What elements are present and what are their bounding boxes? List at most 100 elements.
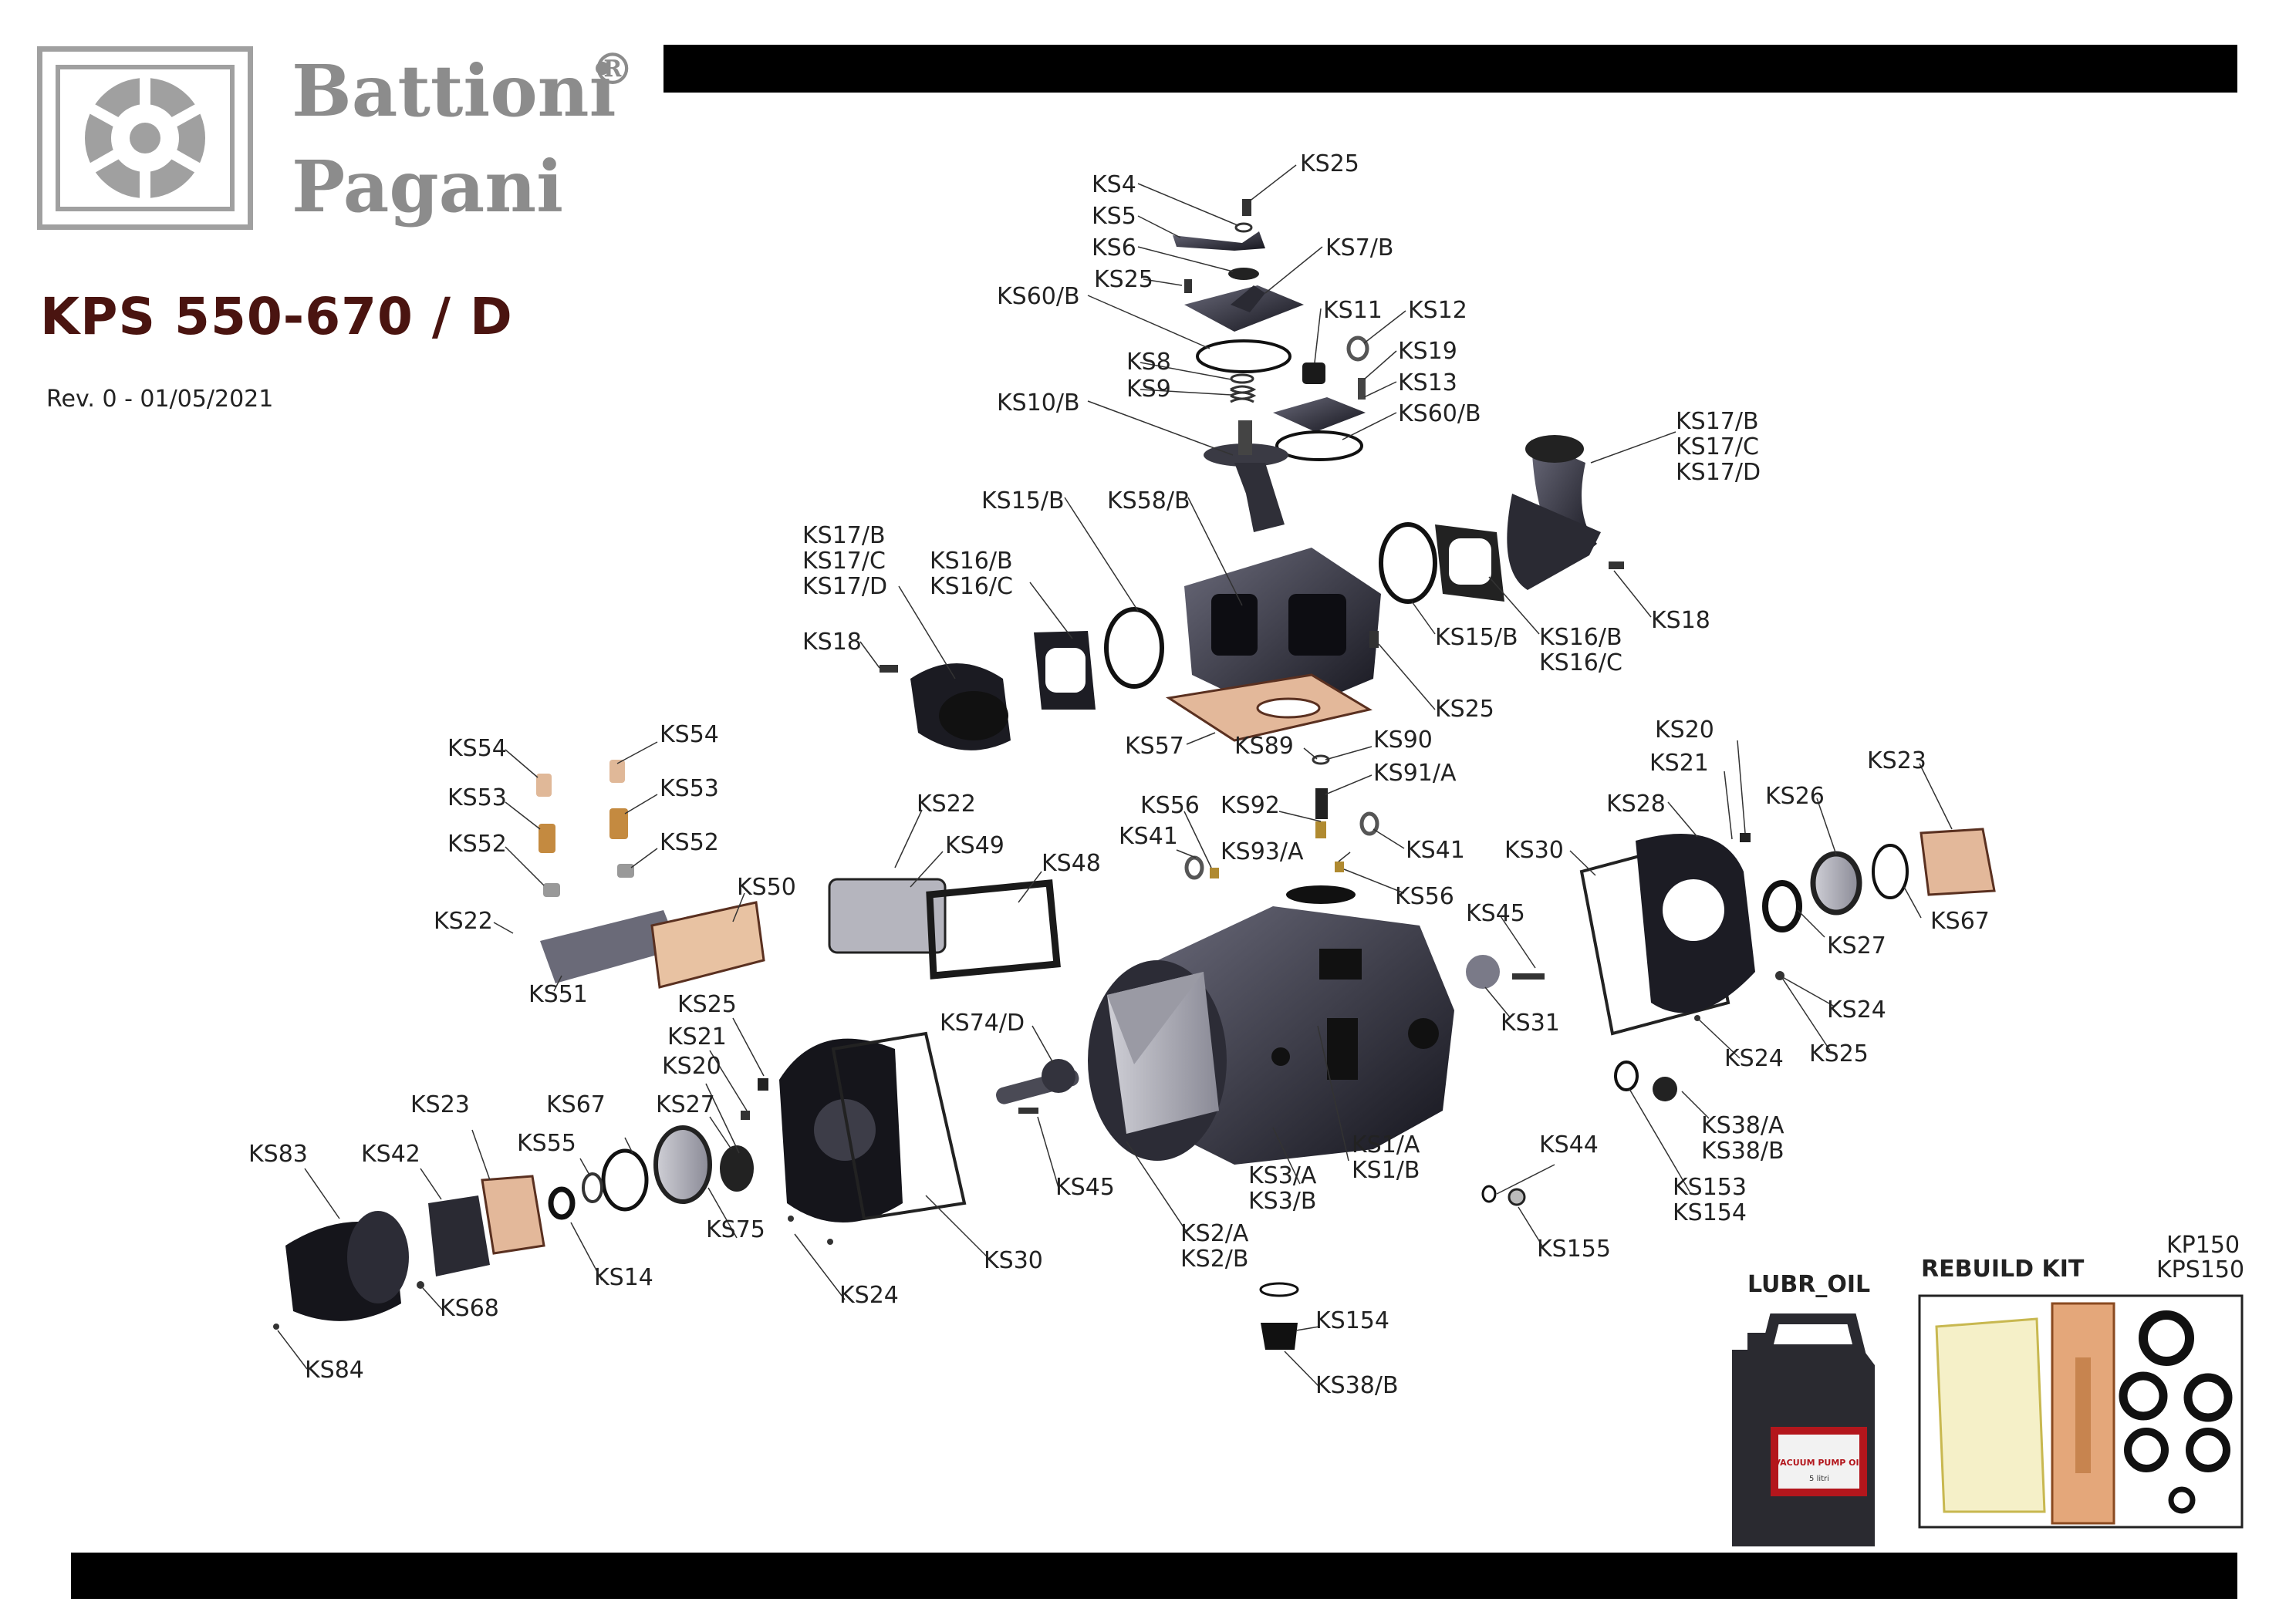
part-callout[interactable]: KS24 bbox=[1827, 996, 1886, 1023]
part-callout[interactable]: KS67 bbox=[1930, 908, 1990, 935]
part-callout[interactable]: KS91/A bbox=[1373, 760, 1457, 787]
part-callout[interactable]: KS84 bbox=[305, 1357, 364, 1384]
part-callout[interactable]: KS28 bbox=[1606, 791, 1666, 818]
part-callout[interactable]: KS42 bbox=[361, 1141, 420, 1168]
part-callout[interactable]: KS3/A bbox=[1248, 1162, 1317, 1189]
part-callout[interactable]: KS83 bbox=[248, 1141, 308, 1168]
part-callout[interactable]: KS16/B bbox=[930, 548, 1013, 575]
part-callout[interactable]: KS51 bbox=[528, 981, 588, 1008]
part-callout[interactable]: KS17/C bbox=[1676, 433, 1759, 460]
part-callout[interactable]: KS17/B bbox=[802, 522, 886, 549]
part-callout[interactable]: KS14 bbox=[594, 1264, 653, 1291]
part-callout[interactable]: KS16/C bbox=[1539, 649, 1622, 676]
part-callout[interactable]: KS155 bbox=[1537, 1236, 1611, 1263]
part-callout[interactable]: KS15/B bbox=[1435, 624, 1518, 651]
part-callout[interactable]: KS38/A bbox=[1701, 1112, 1784, 1139]
part-callout[interactable]: KS6 bbox=[1092, 234, 1136, 261]
part-callout[interactable]: KS22 bbox=[917, 791, 976, 818]
part-callout[interactable]: KS23 bbox=[1867, 747, 1926, 774]
part-callout[interactable]: KS154 bbox=[1315, 1307, 1389, 1334]
part-callout[interactable]: KS27 bbox=[1827, 932, 1886, 959]
part-callout[interactable]: KS23 bbox=[410, 1091, 470, 1118]
part-callout[interactable]: KS13 bbox=[1398, 369, 1457, 396]
part-callout[interactable]: KS17/B bbox=[1676, 408, 1759, 435]
part-callout[interactable]: KS17/D bbox=[802, 573, 888, 600]
part-callout[interactable]: KS52 bbox=[447, 831, 507, 858]
part-callout[interactable]: KS20 bbox=[662, 1053, 721, 1080]
shaft-assembly bbox=[996, 1059, 1079, 1114]
part-callout[interactable]: KS53 bbox=[447, 784, 507, 811]
part-callout[interactable]: KS21 bbox=[667, 1023, 727, 1050]
part-callout[interactable]: KS54 bbox=[660, 721, 719, 748]
part-callout[interactable]: KS44 bbox=[1539, 1131, 1599, 1158]
part-callout[interactable]: KS20 bbox=[1655, 717, 1714, 744]
part-callout[interactable]: KS1/B bbox=[1352, 1157, 1420, 1184]
part-callout[interactable]: KS55 bbox=[517, 1130, 576, 1157]
part-callout[interactable]: KS74/D bbox=[940, 1010, 1025, 1037]
part-callout[interactable]: KS5 bbox=[1092, 203, 1136, 230]
part-callout[interactable]: KS18 bbox=[1651, 607, 1710, 634]
part-callout[interactable]: KS89 bbox=[1234, 733, 1294, 760]
part-callout[interactable]: KS1/A bbox=[1352, 1131, 1420, 1158]
part-callout[interactable]: KS25 bbox=[1809, 1040, 1869, 1067]
part-callout[interactable]: KS22 bbox=[434, 908, 493, 935]
part-callout[interactable]: KS16/B bbox=[1539, 624, 1622, 651]
part-callout[interactable]: KS25 bbox=[677, 991, 737, 1018]
part-callout[interactable]: KS30 bbox=[1504, 837, 1564, 864]
part-callout[interactable]: KS50 bbox=[737, 874, 796, 901]
part-callout[interactable]: KS56 bbox=[1140, 792, 1200, 819]
part-callout[interactable]: KS53 bbox=[660, 775, 719, 802]
part-callout[interactable]: KS24 bbox=[839, 1282, 899, 1309]
part-callout[interactable]: KS26 bbox=[1765, 783, 1825, 810]
rebuild-kit-title: REBUILD KIT bbox=[1921, 1256, 2085, 1283]
part-callout[interactable]: KS25 bbox=[1094, 266, 1153, 293]
part-callout[interactable]: KS31 bbox=[1501, 1010, 1560, 1037]
part-callout[interactable]: KS38/B bbox=[1315, 1372, 1399, 1399]
part-callout[interactable]: KS52 bbox=[660, 829, 719, 856]
part-callout[interactable]: KS45 bbox=[1466, 900, 1525, 927]
part-callout[interactable]: KS153 bbox=[1673, 1174, 1747, 1201]
part-callout[interactable]: KS18 bbox=[802, 629, 862, 656]
part-callout[interactable]: KS8 bbox=[1126, 349, 1171, 376]
part-callout[interactable]: KS75 bbox=[706, 1216, 765, 1243]
part-callout[interactable]: KS21 bbox=[1649, 750, 1709, 777]
part-callout[interactable]: KS56 bbox=[1395, 883, 1454, 910]
part-callout[interactable]: KS17/C bbox=[802, 548, 886, 575]
part-callout[interactable]: KS19 bbox=[1398, 338, 1457, 365]
part-callout[interactable]: KS93/A bbox=[1221, 838, 1304, 865]
part-callout[interactable]: KS41 bbox=[1406, 837, 1465, 864]
part-callout[interactable]: KS30 bbox=[984, 1247, 1043, 1274]
part-callout[interactable]: KS67 bbox=[546, 1091, 606, 1118]
part-callout[interactable]: KS38/B bbox=[1701, 1138, 1784, 1165]
part-callout[interactable]: KS12 bbox=[1408, 297, 1467, 324]
part-callout[interactable]: KS60/B bbox=[997, 283, 1080, 310]
part-callout[interactable]: KS25 bbox=[1435, 696, 1494, 723]
part-callout[interactable]: KS2/A bbox=[1180, 1220, 1249, 1247]
part-callout[interactable]: KS57 bbox=[1125, 733, 1184, 760]
part-callout[interactable]: KS25 bbox=[1300, 150, 1359, 177]
part-callout[interactable]: KS48 bbox=[1042, 850, 1101, 877]
part-callout[interactable]: KS54 bbox=[447, 735, 507, 762]
part-callout[interactable]: KS154 bbox=[1673, 1199, 1747, 1226]
part-callout[interactable]: KS17/D bbox=[1676, 459, 1761, 486]
part-callout[interactable]: KS90 bbox=[1373, 727, 1433, 754]
part-callout[interactable]: KS16/C bbox=[930, 573, 1013, 600]
part-callout[interactable]: KS3/B bbox=[1248, 1188, 1317, 1215]
part-callout[interactable]: KS24 bbox=[1724, 1045, 1784, 1072]
part-callout[interactable]: KS7/B bbox=[1325, 234, 1394, 261]
part-callout[interactable]: KS4 bbox=[1092, 171, 1136, 198]
part-callout[interactable]: KS2/B bbox=[1180, 1246, 1249, 1273]
part-callout[interactable]: KS60/B bbox=[1398, 400, 1481, 427]
part-callout[interactable]: KS58/B bbox=[1107, 487, 1190, 514]
part-callout[interactable]: KS41 bbox=[1119, 823, 1178, 850]
part-callout[interactable]: KS68 bbox=[440, 1295, 499, 1322]
part-callout[interactable]: KS92 bbox=[1221, 792, 1280, 819]
oil-label-text: VACUUM PUMP OIL bbox=[1774, 1458, 1864, 1468]
part-callout[interactable]: KS9 bbox=[1126, 376, 1171, 403]
part-callout[interactable]: KS15/B bbox=[981, 487, 1065, 514]
part-callout[interactable]: KS45 bbox=[1055, 1174, 1115, 1201]
part-callout[interactable]: KS10/B bbox=[997, 389, 1080, 416]
part-callout[interactable]: KS11 bbox=[1323, 297, 1383, 324]
part-callout[interactable]: KS27 bbox=[656, 1091, 715, 1118]
part-callout[interactable]: KS49 bbox=[945, 832, 1004, 859]
